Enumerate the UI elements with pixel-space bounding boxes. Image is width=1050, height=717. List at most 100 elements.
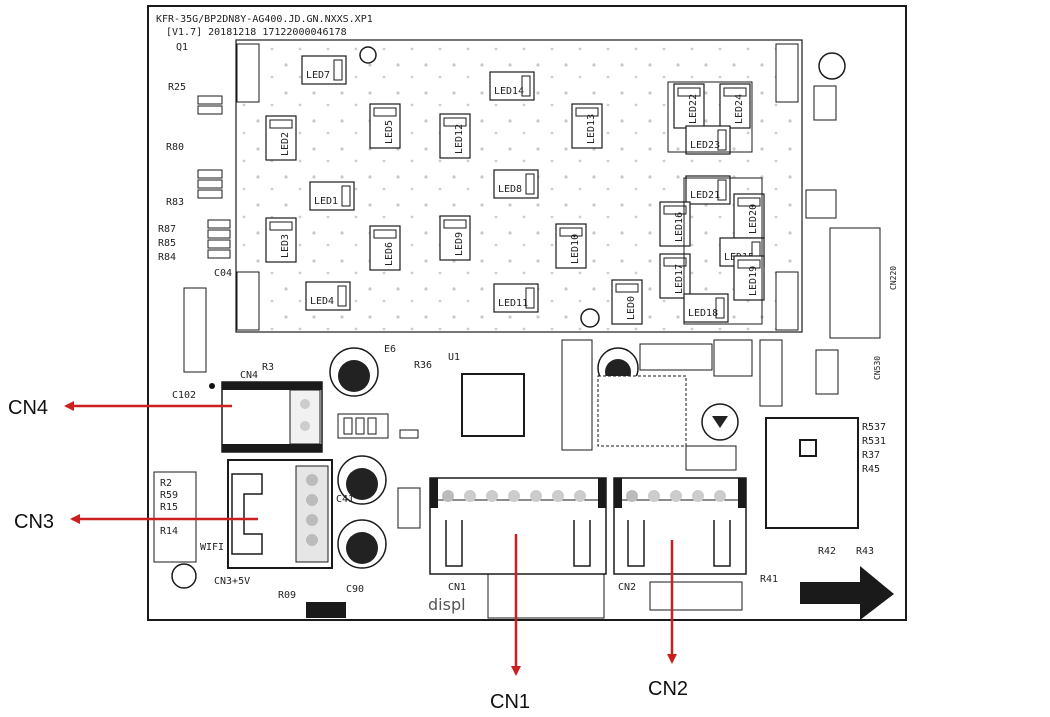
panel-tab-tl bbox=[236, 43, 260, 103]
silk-e9: C90 bbox=[346, 584, 364, 595]
led-label: LED18 bbox=[688, 308, 718, 319]
led-label: LED10 bbox=[570, 234, 581, 264]
silk-r532: R537 bbox=[862, 422, 886, 433]
led-led9: LED9 bbox=[439, 215, 471, 261]
silk-r85: R85 bbox=[158, 238, 176, 249]
left-component-column bbox=[153, 95, 231, 563]
silk-cn1: CN1 bbox=[448, 582, 466, 593]
led-led1: LED1 bbox=[309, 181, 355, 211]
led-label: LED8 bbox=[498, 184, 522, 195]
led-led4: LED4 bbox=[305, 281, 351, 311]
panel-tab-tr bbox=[775, 43, 799, 103]
bottom-tab bbox=[306, 602, 346, 618]
silk-r41: R43 bbox=[856, 546, 874, 557]
panel-tab-bl bbox=[236, 271, 260, 331]
led-led16: LED16 bbox=[659, 201, 691, 247]
ic-outline bbox=[597, 375, 687, 447]
led-label: LED14 bbox=[494, 86, 524, 97]
cn2-callout-label: CN2 bbox=[648, 678, 688, 700]
led-label: LED7 bbox=[306, 70, 330, 81]
resistor-strip bbox=[337, 85, 881, 529]
relay-pin bbox=[799, 439, 817, 457]
led-led18: LED18 bbox=[683, 293, 729, 323]
cn1-label-box bbox=[487, 573, 605, 619]
led-led8: LED8 bbox=[493, 169, 539, 199]
silk-r538: R531 bbox=[862, 436, 886, 447]
silk-r531: R45 bbox=[862, 464, 880, 475]
silk-c42: R41 bbox=[760, 574, 778, 585]
led-label: LED12 bbox=[454, 124, 465, 154]
led-label: LED5 bbox=[384, 120, 395, 144]
board-model-text: KFR-35G/BP2DN8Y-AG400.JD.GN.NXXS.XP1 bbox=[156, 14, 373, 25]
silk-cn3: CN3+5V bbox=[214, 576, 250, 587]
led-led21: LED21 bbox=[685, 175, 731, 205]
mount-hole bbox=[818, 52, 846, 80]
led-label: LED22 bbox=[688, 94, 699, 124]
led-label: LED13 bbox=[586, 114, 597, 144]
led-label: LED2 bbox=[280, 132, 291, 156]
led-led11: LED11 bbox=[493, 283, 539, 313]
led-label: LED20 bbox=[748, 204, 759, 234]
silk-r25: R25 bbox=[168, 82, 186, 93]
silk-c24: R59 bbox=[160, 490, 178, 501]
led-label: LED4 bbox=[310, 296, 334, 307]
led-led22: LED22 bbox=[673, 83, 705, 129]
relay bbox=[765, 417, 859, 529]
silk-r43: R42 bbox=[818, 546, 836, 557]
silk-cn530: CN530 bbox=[873, 356, 882, 380]
silk-wifi: WIFI bbox=[200, 542, 224, 553]
led-led6: LED6 bbox=[369, 225, 401, 271]
board-version-text: [V1.7] 20181218 17122000046178 bbox=[166, 27, 347, 38]
silk-cn220: CN220 bbox=[889, 266, 898, 290]
led-led13: LED13 bbox=[571, 103, 603, 149]
silk-r09: R15 bbox=[160, 502, 178, 513]
led-led7: LED7 bbox=[301, 55, 347, 85]
led-label: LED11 bbox=[498, 298, 528, 309]
silk-r3: R3 bbox=[262, 362, 274, 373]
silk-u1: U1 bbox=[448, 352, 460, 363]
led-led5: LED5 bbox=[369, 103, 401, 149]
cn1-callout-label: CN1 bbox=[490, 691, 530, 713]
led-cluster-frame bbox=[683, 177, 763, 325]
led-led3: LED3 bbox=[265, 217, 297, 263]
cn2-label-box bbox=[649, 581, 743, 611]
led-cluster-frame bbox=[667, 81, 753, 153]
led-led17: LED17 bbox=[659, 253, 691, 299]
led-label: LED6 bbox=[384, 242, 395, 266]
cn1-connector bbox=[429, 477, 607, 575]
silk-c04: C04 bbox=[214, 268, 232, 279]
led-led23: LED23 bbox=[685, 125, 731, 155]
led-label: LED3 bbox=[280, 234, 291, 258]
silk-q1: Q1 bbox=[176, 42, 188, 53]
silk-c41: R14 bbox=[160, 526, 178, 537]
led-led14: LED14 bbox=[489, 71, 535, 101]
silk-r80: R80 bbox=[166, 142, 184, 153]
led-label: LED9 bbox=[454, 232, 465, 256]
led-led24: LED24 bbox=[719, 83, 751, 129]
cn2-connector bbox=[613, 477, 747, 575]
silk-cn2: CN2 bbox=[618, 582, 636, 593]
led-led20: LED20 bbox=[733, 193, 765, 239]
silk-e8: C41 bbox=[336, 494, 354, 505]
silk-cn4: CN4 bbox=[240, 370, 258, 381]
led-led10: LED10 bbox=[555, 223, 587, 269]
led-label: LED19 bbox=[748, 266, 759, 296]
silk-r87: R87 bbox=[158, 224, 176, 235]
silk-display: displ bbox=[428, 595, 466, 614]
silk-r84: R84 bbox=[158, 252, 176, 263]
panel-tab-br bbox=[775, 271, 799, 331]
mount-hole bbox=[171, 563, 197, 589]
led-label: LED24 bbox=[734, 94, 745, 124]
led-label: LED1 bbox=[314, 196, 338, 207]
silk-r83: R83 bbox=[166, 197, 184, 208]
cn3-callout-label: CN3 bbox=[14, 511, 54, 533]
cn4-callout-label: CN4 bbox=[8, 397, 48, 419]
cn4-connector bbox=[209, 381, 323, 453]
ac-arrow-icon bbox=[800, 566, 894, 620]
silk-c102: C102 bbox=[172, 390, 196, 401]
led-led2: LED2 bbox=[265, 115, 297, 161]
led-label: LED21 bbox=[690, 190, 720, 201]
led-led0: LED0 bbox=[611, 279, 643, 325]
